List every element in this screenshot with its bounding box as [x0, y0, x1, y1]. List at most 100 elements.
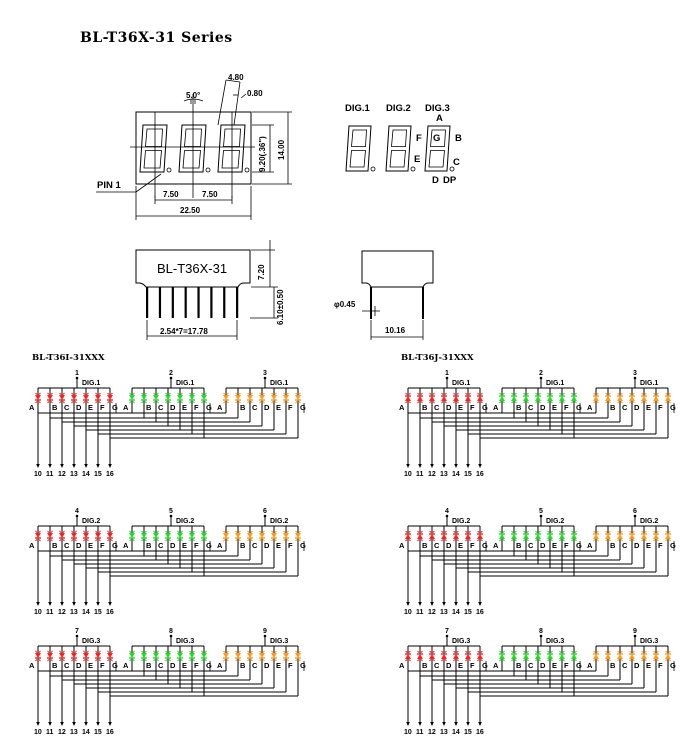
body-height-dim: 7.20: [257, 264, 266, 280]
led-diode-symbol: [59, 533, 65, 538]
led-diode-symbol: [477, 534, 483, 539]
output-pin-number: 13: [440, 609, 448, 616]
led-diode-symbol: [605, 654, 611, 659]
output-pin-number: 13: [70, 609, 78, 616]
led-diode-symbol: [453, 654, 459, 659]
segment-width-dim: 4.80: [228, 73, 244, 82]
led-diode-symbol: [235, 653, 241, 658]
output-pin-number: 14: [82, 471, 90, 478]
led-diode-symbol: [617, 396, 623, 401]
segment-letter: F: [470, 541, 475, 550]
segment-letter: B: [146, 403, 152, 412]
digit-label: DIG.1: [452, 380, 470, 387]
segment-letter: F: [470, 661, 475, 670]
segment-letter: A: [217, 403, 223, 412]
led-diode-symbol: [153, 653, 159, 658]
led-diode-symbol: [641, 534, 647, 539]
segment-letter: A: [587, 661, 593, 670]
segment-letter: F: [288, 541, 293, 550]
segment-letter: B: [610, 403, 616, 412]
led-diode-symbol: [653, 534, 659, 539]
digit-height-dim: 9.20(.36"): [258, 136, 267, 172]
led-diode-symbol: [571, 654, 577, 659]
led-diode-symbol: [499, 396, 505, 401]
segment-letter: F: [100, 541, 105, 550]
output-pin-number: 16: [106, 729, 114, 736]
led-diode-symbol: [441, 396, 447, 401]
digit-label: DIG.2: [176, 518, 194, 525]
led-diode-symbol: [295, 395, 301, 400]
segment-letter: F: [658, 403, 663, 412]
output-pin-number: 12: [58, 609, 66, 616]
led-diode-symbol: [83, 653, 89, 658]
side-pin: [197, 287, 200, 318]
output-pin-number: 15: [94, 471, 102, 478]
led-diode-symbol: [441, 534, 447, 539]
segment-letter: A: [217, 661, 223, 670]
segment-letter: A: [587, 541, 593, 550]
segment-a-label: A: [436, 113, 443, 124]
segment-letter: F: [564, 661, 569, 670]
legend-dig2: DIG.2: [386, 103, 411, 114]
segment-letter: C: [622, 661, 628, 670]
segment-letter: E: [646, 403, 651, 412]
segment-letter: D: [446, 541, 452, 550]
led-diode-symbol: [271, 653, 277, 658]
common-pin-number: 2: [169, 370, 173, 377]
led-diode-symbol: [95, 533, 101, 538]
led-diode-symbol: [511, 654, 517, 659]
output-pin-number: 16: [106, 471, 114, 478]
led-diode-symbol: [177, 395, 183, 400]
led-diode-symbol: [271, 395, 277, 400]
led-diode-symbol: [499, 654, 505, 659]
led-diode-symbol: [441, 654, 447, 659]
led-diode-symbol: [47, 533, 53, 538]
digit-label: DIG.3: [640, 638, 658, 645]
angle-dim: 5.0°: [186, 91, 200, 100]
segment-letter: E: [88, 541, 93, 550]
led-diode-symbol: [523, 654, 529, 659]
segment-letter: D: [76, 403, 82, 412]
legend-digit-2: [385, 125, 416, 172]
segment-letter: D: [540, 661, 546, 670]
pin-diameter-dim: φ0.45: [334, 300, 356, 309]
led-diode-symbol: [629, 654, 635, 659]
segment-letter: A: [217, 541, 223, 550]
segment-letter: C: [434, 541, 440, 550]
side-view: BL-T36X-31 7.20 6.10±0.50 2.54*7=17.78: [135, 240, 285, 340]
led-diode-symbol: [47, 395, 53, 400]
led-diode-symbol: [35, 395, 41, 400]
output-pin-number: 16: [106, 609, 114, 616]
segment-letter: D: [76, 661, 82, 670]
pin1-label: PIN 1: [97, 180, 121, 191]
led-diode-symbol: [271, 533, 277, 538]
segment-letter: C: [434, 661, 440, 670]
segment-letter: G: [482, 541, 488, 550]
led-diode-symbol: [189, 395, 195, 400]
segment-f-label: F: [416, 133, 422, 144]
output-pin-number: 15: [464, 729, 472, 736]
segment-letter: E: [276, 541, 281, 550]
output-pin-number: 15: [464, 471, 472, 478]
led-diode-symbol: [535, 534, 541, 539]
segment-letter: C: [528, 403, 534, 412]
end-view: φ0.45 10.16: [334, 250, 434, 340]
led-diode-symbol: [71, 533, 77, 538]
output-pin-number: 16: [476, 609, 484, 616]
segment-b-label: B: [455, 133, 462, 144]
led-diode-symbol: [95, 395, 101, 400]
segment-letter: D: [446, 661, 452, 670]
segment-letter: F: [470, 403, 475, 412]
led-diode-symbol: [429, 654, 435, 659]
segment-letter: A: [123, 661, 129, 670]
segment-letter: B: [240, 661, 246, 670]
segment-letter: G: [112, 661, 118, 670]
output-pin-number: 13: [440, 729, 448, 736]
